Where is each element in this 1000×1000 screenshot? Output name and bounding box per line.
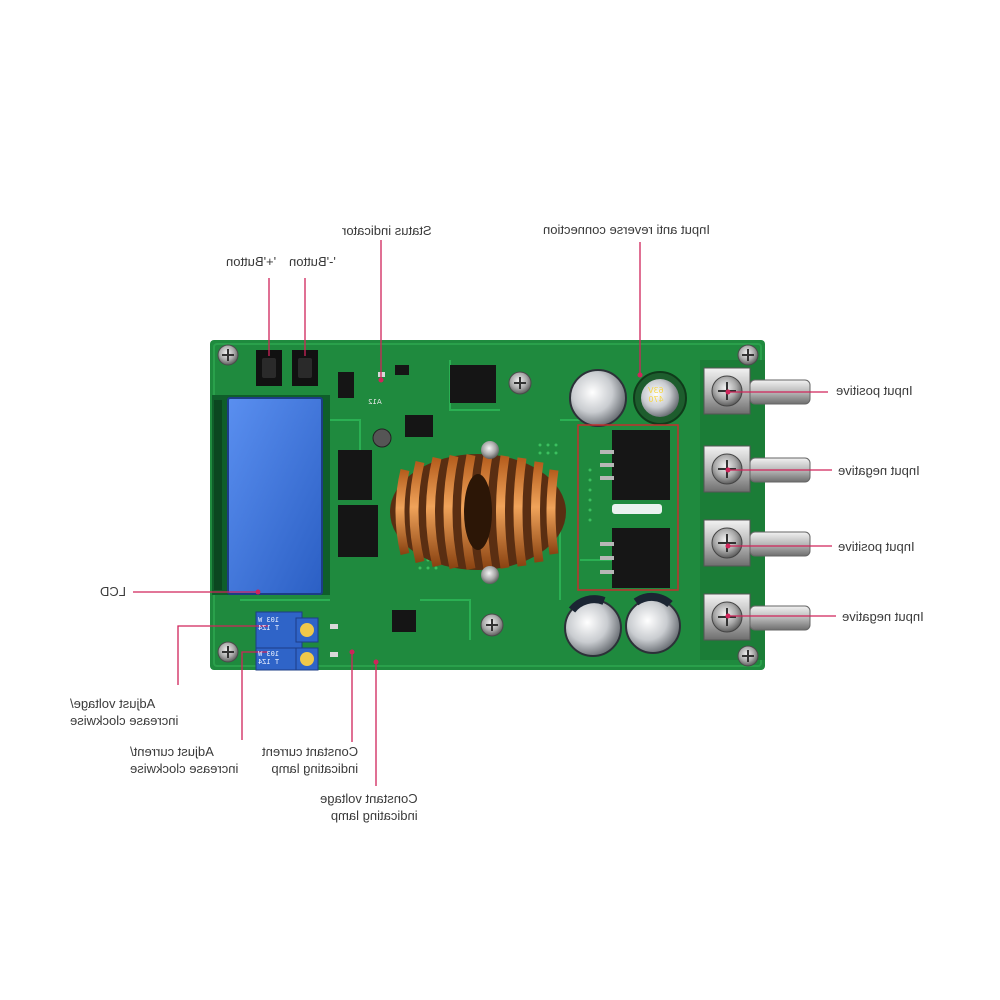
- mosfets: [577, 424, 679, 591]
- label-cc-lamp: Constant current indicating lamp: [262, 744, 359, 776]
- label-input-negative-2: Input negative: [842, 609, 924, 624]
- label-status-indicator: Status indicator: [342, 223, 432, 238]
- label-plus-button: '+'Button: [226, 254, 277, 269]
- label-adjust-current: Adjust current/ increase clockwise: [130, 744, 239, 776]
- pot-marking-bottom: 103 W T 1Z4: [258, 650, 280, 666]
- tactile-buttons: [256, 350, 318, 386]
- inductor-marking: A12: [368, 398, 382, 406]
- label-adjust-voltage: Adjust voltage/ increase clockwise: [70, 696, 179, 728]
- mounting-screw: [217, 344, 759, 667]
- electrolytic-capacitors: [564, 369, 687, 657]
- label-input-positive-2: Input positive: [838, 539, 915, 554]
- label-cv-lamp: Constant voltage indicating lamp: [320, 791, 418, 823]
- pot-marking-top: 103 W T 1Z4: [258, 616, 280, 632]
- lcd-module: [212, 395, 330, 595]
- ic-chips: [338, 365, 496, 632]
- label-lcd: LCD: [100, 584, 127, 599]
- label-input-positive-1: Input positive: [836, 383, 913, 398]
- toroidal-inductor: [390, 441, 566, 584]
- label-input-negative-1: Input negative: [838, 463, 920, 478]
- label-input-anti-reverse: Input anti reverse connection: [543, 222, 710, 237]
- cap-marking: 63V 470: [648, 386, 664, 404]
- small-capacitor: [372, 428, 392, 448]
- potentiometers: [255, 611, 319, 671]
- label-minus-button: '-'Button: [289, 254, 336, 269]
